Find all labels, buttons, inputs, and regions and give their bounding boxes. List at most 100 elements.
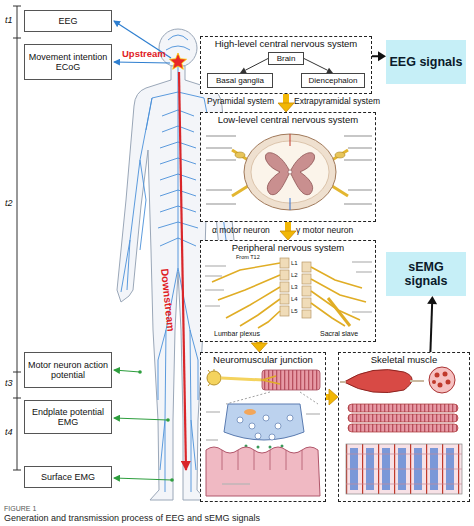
spinal-cord-section-part: [288, 170, 292, 174]
plexus-illustration-part-part: [311, 267, 362, 288]
origin-star: [169, 53, 186, 69]
plexus-illustration-part: [212, 263, 366, 328]
plexus-illustration-part-part: [280, 294, 289, 304]
plexus-illustration-part: [280, 258, 311, 318]
plexus-illustration-part-part: [311, 291, 360, 320]
structure-box: Brain: [268, 52, 304, 65]
node-label: Peripheral nervous system: [232, 243, 344, 254]
timeline-part: [13, 372, 21, 373]
muscle-illustration-part: [348, 414, 458, 422]
potential-box: Motor neuron action potential: [24, 352, 112, 388]
plexus-illustration-part-part: [311, 303, 345, 326]
node-label: Diencephalon: [309, 76, 358, 85]
node-label: Neuromuscular junction: [213, 355, 313, 366]
node-label: Basal ganglia: [216, 76, 264, 85]
node-label: Endplate potential EMG: [27, 407, 109, 428]
node-label: Brain: [277, 54, 296, 63]
junction-illustration-part: [262, 376, 280, 384]
upstream-leaders-part: [114, 21, 171, 58]
spinal-cord-section-part-part: [344, 135, 372, 137]
muscle-illustration-part-part: [435, 373, 440, 378]
junction-illustration-part-part: [281, 445, 284, 448]
pathway-label: Extrapyramidal system: [294, 97, 380, 106]
flow-arrow: [285, 222, 291, 231]
measurement-leaders-part: [170, 478, 174, 482]
region-panel: Neuromuscular junction: [200, 352, 326, 502]
node-label: Low-level central nervous system: [218, 115, 358, 126]
plexus-illustration-part-part: [280, 270, 289, 280]
muscle-illustration-part-part: [432, 380, 436, 384]
muscle-illustration-part: [429, 367, 455, 393]
junction-illustration-part: [222, 450, 302, 470]
node-label: sEMG signals: [386, 260, 466, 289]
plexus-illustration-part-part: [302, 262, 311, 272]
region-panel: Low-level central nervous system: [200, 112, 376, 222]
neuron-label: γ motor neuron: [296, 226, 353, 235]
junction-illustration-part-part: [237, 417, 243, 423]
junction-illustration-part: [226, 392, 318, 404]
muscle-illustration-part-part: [438, 383, 443, 388]
time-interval: t1: [5, 16, 13, 25]
muscle-illustration-part: [346, 444, 462, 494]
junction-illustration-part-part: [206, 411, 220, 412]
potential-box: Surface EMG: [24, 466, 112, 488]
node-label: Skeletal muscle: [371, 355, 438, 366]
direction-label: Upstream: [122, 49, 166, 59]
plexus-illustration-part-part: [352, 311, 372, 312]
nerve-network-part: [121, 92, 178, 292]
spinal-cord-section-part-part: [206, 203, 236, 205]
junction-illustration-part: [206, 412, 320, 484]
plexus-illustration-part-part: [302, 310, 311, 318]
flow-arrow: [430, 304, 432, 352]
spinal-cord-section-part: [290, 198, 291, 210]
plexus-illustration-part-part: [328, 298, 350, 326]
spinal-cord-section-part-part: [206, 147, 232, 149]
spinal-cord-section-part: [232, 150, 348, 196]
junction-illustration-part-part: [263, 415, 269, 421]
nerve-network-part: [127, 98, 152, 290]
plexus-illustration-part-part: [311, 279, 366, 302]
plexus-illustration-part-part: [302, 274, 311, 284]
neuron-label: α motor neuron: [212, 226, 270, 235]
time-interval: t4: [5, 428, 13, 437]
upstream-leaders: [114, 21, 171, 63]
junction-illustration-part: [221, 378, 264, 380]
measurement-leaders-part: [114, 478, 172, 480]
plexus-illustration-part-part: [356, 271, 372, 272]
potential-box: Endplate potential EMG: [24, 400, 112, 434]
junction-illustration: [206, 369, 320, 496]
timeline-part: [17, 6, 18, 470]
region-panel: Skeletal muscle: [338, 352, 470, 502]
spinal-cord-section-part-part: [348, 147, 372, 149]
junction-illustration-part-part: [269, 446, 272, 449]
muscle-illustration-part: [432, 372, 451, 388]
plexus-illustration-part-part: [205, 305, 220, 306]
flow-arrow: [283, 94, 289, 103]
figure-number: FIGURE 1: [4, 505, 36, 512]
junction-illustration-part-part: [306, 413, 320, 414]
spinal-cord-section-part-part: [206, 189, 232, 191]
junction-illustration-part-part: [245, 445, 248, 448]
muscle-illustration: [340, 367, 462, 494]
junction-illustration-part-part: [255, 433, 261, 439]
muscle-illustration-part: [348, 424, 458, 432]
junction-illustration-part: [224, 404, 304, 440]
signal-box: sEMG signals: [386, 252, 466, 296]
plexus-illustration-part-part: [205, 265, 226, 266]
plexus-illustration-part-part: [212, 263, 280, 282]
spinal-cord-section: [206, 134, 372, 210]
spinal-cord-section-part: [265, 153, 314, 195]
flow-arrow: [245, 59, 268, 71]
plexus-illustration-part-part: [218, 275, 280, 300]
junction-illustration-part: [206, 447, 320, 496]
muscle-illustration-part: [344, 370, 412, 393]
junction-illustration-part: [262, 370, 320, 390]
junction-illustration-part-part: [206, 439, 218, 440]
junction-illustration-part-part: [269, 434, 275, 440]
plexus-illustration-part-part: [258, 311, 280, 328]
timeline-part: [13, 38, 21, 39]
spinal-cord-section-part: [251, 141, 329, 203]
muscle-illustration-part-part: [443, 372, 448, 377]
timeline-part: [13, 6, 21, 7]
